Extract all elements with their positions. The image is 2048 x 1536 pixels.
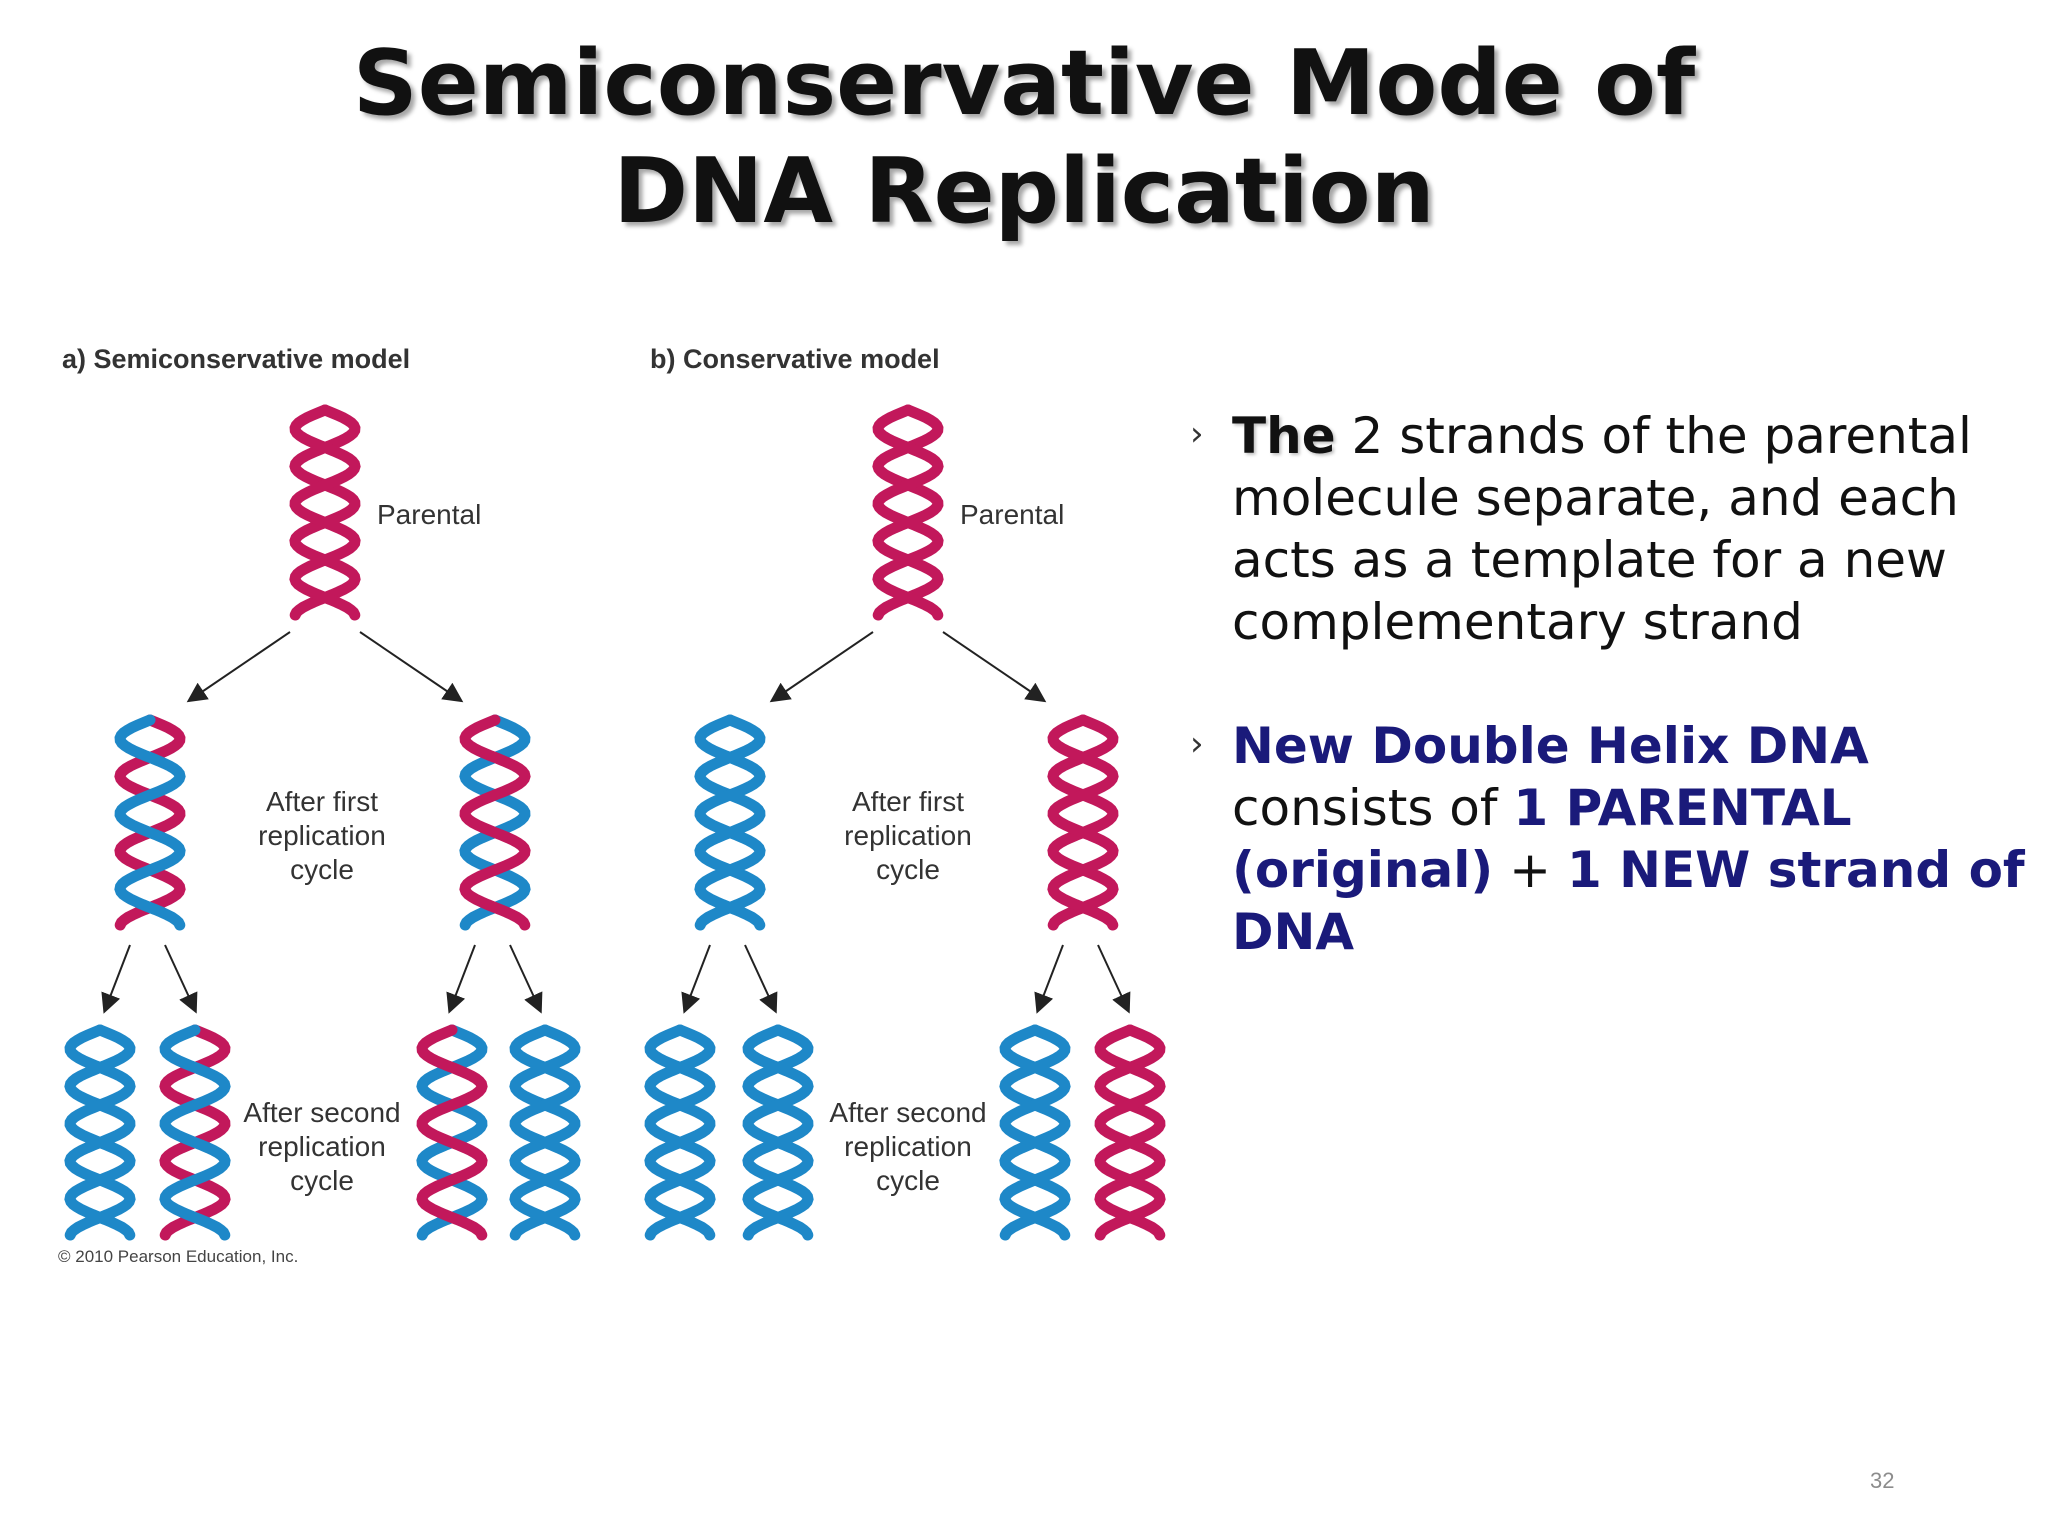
panel-b-parental-helix bbox=[872, 404, 944, 621]
strand-a bbox=[416, 1024, 488, 1241]
panel-b-first-right-helix bbox=[1047, 714, 1119, 931]
strand-b bbox=[1094, 1024, 1166, 1241]
panel-a-second-helix-2 bbox=[159, 1024, 231, 1241]
panel-a-parental-label: Parental bbox=[377, 499, 481, 530]
panel-a-second-line-1: After second bbox=[243, 1097, 400, 1128]
title-line-2: DNA Replication bbox=[613, 139, 1435, 244]
strand-a bbox=[999, 1024, 1071, 1241]
strand-b bbox=[742, 1024, 814, 1241]
strand-a bbox=[114, 714, 186, 931]
bullet-marker-icon: › bbox=[1190, 414, 1204, 454]
panel-a-parental-helix bbox=[289, 404, 361, 621]
bullet-item-template: › The 2 strands of the parental molecule… bbox=[1190, 405, 2030, 653]
panel-b-first-line-2: replication bbox=[844, 820, 972, 851]
panel-b-first-line-3: cycle bbox=[876, 854, 940, 885]
panel-a-arrow-right-1 bbox=[446, 944, 476, 1014]
strand-a bbox=[159, 1024, 231, 1241]
strand-b bbox=[509, 1024, 581, 1241]
strand-b bbox=[159, 1024, 231, 1241]
panel-a-second-line-2: replication bbox=[258, 1131, 386, 1162]
bullet-2-text-a: consists of bbox=[1232, 779, 1514, 837]
panel-a-second-cycle-label: After second replication cycle bbox=[243, 1097, 400, 1196]
bullet-2-lead: New Double Helix DNA bbox=[1232, 717, 1869, 775]
strand-a bbox=[1094, 1024, 1166, 1241]
panel-a-first-left-helix bbox=[114, 714, 186, 931]
strand-b bbox=[114, 714, 186, 931]
panel-a-arrow-parental-left bbox=[186, 631, 291, 703]
panel-b-first-left-helix bbox=[694, 714, 766, 931]
strand-a bbox=[694, 714, 766, 931]
panel-a-second-helix-4 bbox=[509, 1024, 581, 1241]
panel-b-arrow-parental-right bbox=[942, 631, 1047, 703]
strand-a bbox=[644, 1024, 716, 1241]
panel-b-second-helix-1 bbox=[644, 1024, 716, 1241]
panel-b-first-cycle-label: After first replication cycle bbox=[844, 786, 972, 885]
panel-a-first-line-2: replication bbox=[258, 820, 386, 851]
panel-a-label: a) Semiconservative model bbox=[62, 344, 410, 374]
strand-b bbox=[872, 404, 944, 621]
panel-b-second-line-1: After second bbox=[829, 1097, 986, 1128]
strand-b bbox=[416, 1024, 488, 1241]
copyright-note: © 2010 Pearson Education, Inc. bbox=[58, 1247, 298, 1266]
strand-a bbox=[742, 1024, 814, 1241]
replication-models-figure: a) Semiconservative model b) Conservativ… bbox=[0, 300, 1200, 1300]
bullet-1-text: 2 strands of the parental molecule separ… bbox=[1232, 407, 1972, 651]
bullet-2-parental: 1 PARENTAL (original) bbox=[1232, 779, 1852, 899]
panel-b-parental-label: Parental bbox=[960, 499, 1064, 530]
panel-b-first-line-1: After first bbox=[852, 786, 964, 817]
bullet-2-plus: + bbox=[1493, 841, 1567, 899]
slide-title: Semiconservative Mode of DNA Replication bbox=[0, 30, 2048, 246]
strand-a bbox=[509, 1024, 581, 1241]
panel-a-second-helix-1 bbox=[64, 1024, 136, 1241]
strand-b bbox=[644, 1024, 716, 1241]
panel-b-second-helix-2 bbox=[742, 1024, 814, 1241]
panel-a-first-cycle-label: After first replication cycle bbox=[258, 786, 386, 885]
panel-a-first-line-1: After first bbox=[266, 786, 378, 817]
strand-b bbox=[999, 1024, 1071, 1241]
strand-b bbox=[459, 714, 531, 931]
page-number: 32 bbox=[1870, 1468, 1895, 1493]
panel-a-second-helix-3 bbox=[416, 1024, 488, 1241]
panel-a-arrow-right-2 bbox=[509, 944, 543, 1014]
strand-a bbox=[64, 1024, 136, 1241]
strand-b bbox=[64, 1024, 136, 1241]
bullet-item-composition: › New Double Helix DNA consists of 1 PAR… bbox=[1190, 715, 2030, 963]
panel-b-arrow-parental-left bbox=[769, 631, 874, 703]
strand-a bbox=[872, 404, 944, 621]
bullet-list: › The 2 strands of the parental molecule… bbox=[1190, 405, 2030, 1025]
panel-a-first-line-3: cycle bbox=[290, 854, 354, 885]
bullet-1-lead: The bbox=[1232, 407, 1336, 465]
panel-a-arrow-left-2 bbox=[164, 944, 198, 1014]
panel-b-second-line-3: cycle bbox=[876, 1165, 940, 1196]
panel-b-arrow-left-2 bbox=[744, 944, 778, 1014]
strand-b bbox=[289, 404, 361, 621]
strand-a bbox=[1047, 714, 1119, 931]
bullet-marker-icon: › bbox=[1190, 724, 1204, 764]
panel-b-arrow-left-1 bbox=[681, 944, 711, 1014]
panel-b-second-cycle-label: After second replication cycle bbox=[829, 1097, 986, 1196]
panel-a-first-right-helix bbox=[459, 714, 531, 931]
strand-b bbox=[1047, 714, 1119, 931]
panel-b-second-line-2: replication bbox=[844, 1131, 972, 1162]
title-line-1: Semiconservative Mode of bbox=[352, 31, 1696, 136]
panel-b-arrow-right-1 bbox=[1034, 944, 1064, 1014]
bullet-2-new: 1 NEW strand of DNA bbox=[1232, 841, 2025, 961]
panel-a-arrow-left-1 bbox=[101, 944, 131, 1014]
strand-a bbox=[289, 404, 361, 621]
panel-a-arrow-parental-right bbox=[359, 631, 464, 703]
strand-b bbox=[694, 714, 766, 931]
panel-b-label: b) Conservative model bbox=[650, 344, 940, 374]
panel-b-arrow-right-2 bbox=[1097, 944, 1131, 1014]
strand-a bbox=[459, 714, 531, 931]
panel-b-second-helix-4 bbox=[1094, 1024, 1166, 1241]
replication-diagram: a) Semiconservative model b) Conservativ… bbox=[58, 344, 1166, 1266]
panel-b-second-helix-3 bbox=[999, 1024, 1071, 1241]
panel-a-second-line-3: cycle bbox=[290, 1165, 354, 1196]
